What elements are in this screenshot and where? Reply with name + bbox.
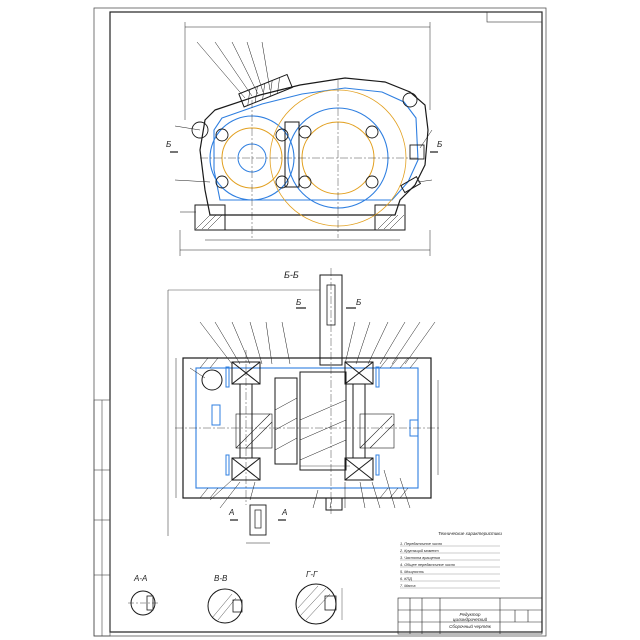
section-gg-title: Г-Г bbox=[306, 570, 318, 579]
cut-mark-b-left: Б bbox=[166, 140, 172, 149]
tech-table-label: 4. Общее передаточное число bbox=[400, 563, 456, 567]
inner-frame bbox=[109, 11, 543, 633]
top-view bbox=[170, 22, 438, 256]
tech-table-label: 5. Мощность bbox=[400, 570, 424, 574]
title-block-name: Редуктор цилиндрический bbox=[452, 612, 488, 622]
side-strip bbox=[93, 399, 111, 637]
tech-table-title: Технические характеристики bbox=[438, 531, 502, 536]
section-vv-title: В-В bbox=[214, 574, 228, 583]
cut-mark-a-left: А bbox=[229, 508, 235, 517]
tech-table-rows: 1. Передаточное число 2. Крутящий момент 3… bbox=[400, 542, 530, 591]
tech-table-row: 3. Частота вращения bbox=[400, 556, 530, 563]
cut-mark-b-right: Б bbox=[437, 140, 443, 149]
top-stamp bbox=[486, 11, 543, 23]
tech-table: Технические характеристики 1. Передаточн… bbox=[400, 531, 530, 591]
title-block-subtitle: Сборочный чертёж bbox=[449, 624, 491, 629]
tech-table-row: 2. Крутящий момент bbox=[400, 549, 530, 556]
tech-table-lines bbox=[400, 545, 500, 589]
section-gg bbox=[295, 583, 343, 625]
cut-mark-a-right: А bbox=[282, 508, 288, 517]
tech-table-label: 7. Масса bbox=[400, 584, 416, 588]
tech-table-row: 5. Мощность bbox=[400, 570, 530, 577]
tech-table-label: 3. Частота вращения bbox=[400, 556, 441, 560]
outer-frame bbox=[93, 7, 547, 637]
cut-mark-b-shaft-left: Б bbox=[296, 298, 302, 307]
title-block bbox=[397, 597, 543, 635]
tech-table-row: 6. КПД bbox=[400, 577, 530, 584]
tech-table-label: 2. Крутящий момент bbox=[400, 549, 439, 553]
section-bb bbox=[167, 268, 440, 544]
tech-table-row: 4. Общее передаточное число bbox=[400, 563, 530, 570]
section-bb-title: Б-Б bbox=[284, 270, 299, 280]
section-aa bbox=[128, 590, 158, 616]
tech-table-row: 1. Передаточное число bbox=[400, 542, 530, 549]
tech-table-row: 7. Масса bbox=[400, 584, 530, 591]
tech-table-label: 1. Передаточное число bbox=[400, 542, 443, 546]
section-aa-title: А-А bbox=[134, 574, 148, 583]
section-vv bbox=[207, 588, 243, 624]
cut-mark-b-shaft-right: Б bbox=[356, 298, 362, 307]
tech-table-label: 6. КПД bbox=[400, 577, 412, 581]
